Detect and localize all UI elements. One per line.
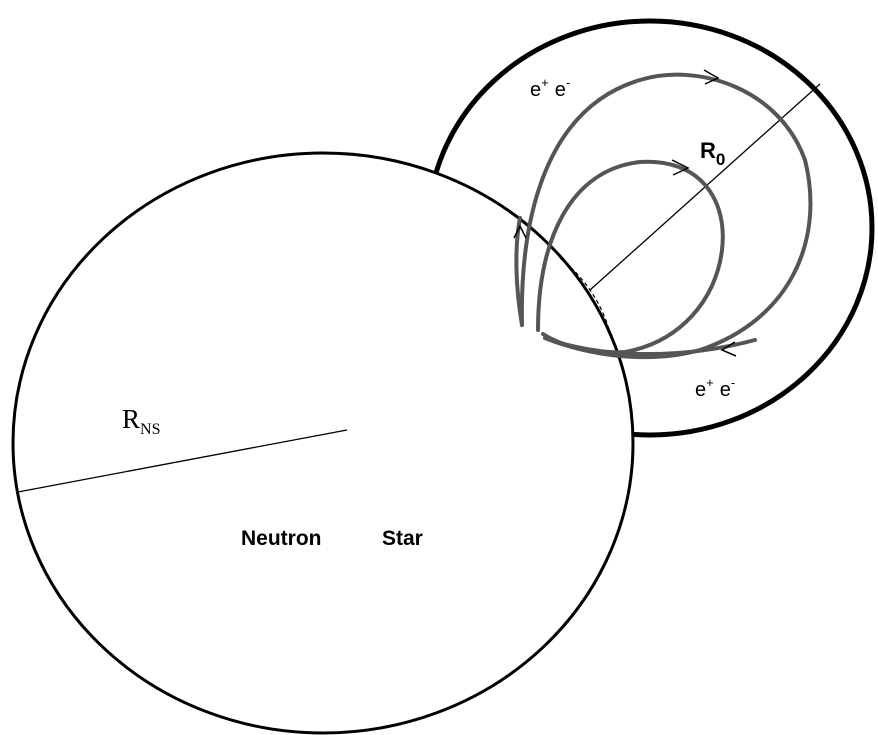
- star-label-star: Star: [382, 527, 423, 550]
- rns-label: RNS: [122, 404, 160, 438]
- contact-arc: [559, 257, 613, 341]
- pair-label-bottom: e+e-: [695, 375, 735, 401]
- direction-arrows: [513, 69, 737, 357]
- neutron-star-circle: [11, 151, 635, 735]
- arrow-bottom-left: [720, 341, 737, 357]
- pair-label-top: e+e-: [530, 75, 570, 101]
- r0-label: R0: [700, 138, 725, 169]
- arrow-outer-top: [703, 69, 720, 85]
- rns-radius-line: [17, 429, 348, 493]
- arrow-inner-top: [671, 159, 690, 176]
- star-label-neutron: Neutron: [241, 527, 322, 550]
- arrow-left-up: [513, 224, 527, 239]
